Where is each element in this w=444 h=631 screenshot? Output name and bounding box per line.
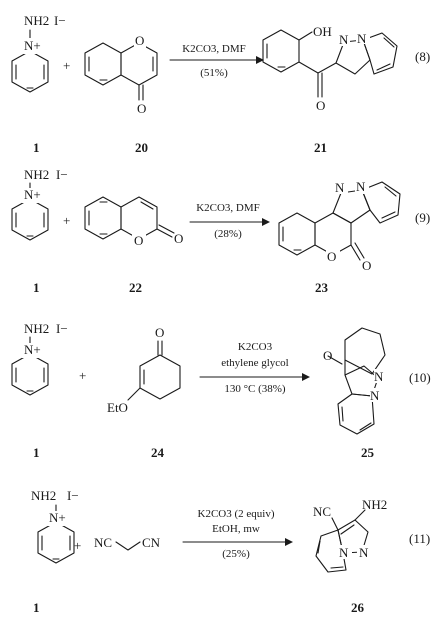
- reagent-line: K2CO3, DMF: [182, 43, 246, 55]
- reaction-10: N+ NH2 I− + O EtO K2CO3 ethylene glycol …: [11, 321, 431, 460]
- compound-number-21: 21: [314, 140, 327, 155]
- nh2-label: NH2: [31, 488, 56, 503]
- reaction-11: N+ NH2 I− + NC CN K2CO3 (2 equiv) EtOH, …: [31, 488, 430, 615]
- compound-number-1: 1: [33, 445, 40, 460]
- phenol-ring: [262, 29, 300, 73]
- pyridinium-ring: [11, 50, 49, 93]
- chromone-pyranone-ring: [120, 42, 158, 86]
- nplus-label: N+: [24, 342, 41, 357]
- compound-24-structure: O EtO: [107, 325, 181, 415]
- ketone-o: O: [316, 98, 325, 113]
- product-pyridine-ring: [337, 393, 375, 435]
- nplus-label: N+: [24, 38, 41, 53]
- product-carbonyl-o: O: [362, 258, 371, 273]
- pyrazole-n-a: N: [374, 369, 384, 384]
- product-pyridine-ring: [361, 181, 401, 224]
- compound-1-structure: N+ NH2 I−: [11, 167, 68, 241]
- compound-number-20: 20: [135, 140, 148, 155]
- nplus-label: N+: [24, 187, 41, 202]
- compound-23-structure: N N O O: [278, 179, 401, 273]
- compound-20-structure: O O: [84, 33, 158, 116]
- equation-number: (10): [409, 370, 431, 385]
- reagent-line-2: ethylene glycol: [221, 357, 289, 369]
- reagent-line: K2CO3, DMF: [196, 202, 260, 214]
- product-ketone-o: O: [323, 348, 332, 363]
- compound-25-structure: O N N: [323, 327, 388, 435]
- compound-number-1: 1: [33, 600, 40, 615]
- malononitrile-chain: [115, 541, 141, 551]
- pyrazole-n-a: N: [359, 545, 369, 560]
- compound-number-24: 24: [151, 445, 165, 460]
- cyclohexenone-ring: [139, 354, 181, 400]
- compound-1-structure: N+ NH2 I−: [31, 488, 79, 564]
- reagent-line-1: K2CO3 (2 equiv): [198, 508, 275, 520]
- coumarin-carbonyl-o: O: [174, 231, 183, 246]
- plus-sign: +: [74, 538, 81, 553]
- pyrazole-n-b: N: [357, 31, 367, 46]
- malononitrile-structure: NC CN: [94, 535, 161, 551]
- equation-number: (11): [409, 531, 430, 546]
- equation-number: (9): [415, 210, 430, 225]
- nplus-label: N+: [49, 510, 66, 525]
- compound-number-26: 26: [351, 600, 365, 615]
- yield-label: (25%): [222, 548, 250, 560]
- product-nitrile-label: NC: [313, 504, 331, 519]
- reaction-8: N+ NH2 I− + O O K2CO3, DMF (51%): [11, 13, 430, 155]
- compound-number-23: 23: [315, 280, 329, 295]
- compound-number-25: 25: [361, 445, 375, 460]
- plus-sign: +: [63, 58, 70, 73]
- enone-carbonyl-o: O: [155, 325, 164, 340]
- pyrazole-n-b: N: [370, 388, 380, 403]
- iodide-label: I−: [67, 488, 79, 503]
- reagent-line-3: 130 °C (38%): [224, 383, 286, 395]
- pyrazole-n-b: N: [356, 179, 366, 194]
- nh2-label: NH2: [24, 13, 49, 28]
- yield-label: (28%): [214, 228, 242, 240]
- compound-1-structure: N+ NH2 I−: [11, 13, 66, 93]
- product-benzo-ring: [278, 212, 316, 256]
- yield-label: (51%): [200, 67, 228, 79]
- reagent-line-1: K2CO3: [238, 341, 273, 353]
- plus-sign: +: [63, 213, 70, 228]
- nh2-label: NH2: [24, 167, 49, 182]
- compound-number-22: 22: [129, 280, 142, 295]
- coumarin-benzo-ring: [84, 196, 122, 240]
- pyrazole-n-a: N: [339, 32, 349, 47]
- plus-sign: +: [79, 368, 86, 383]
- product-cyclohexanone-ring: [344, 327, 386, 375]
- coumarin-ring-o: O: [134, 233, 143, 248]
- ethoxy-label: EtO: [107, 400, 128, 415]
- iodide-label: I−: [56, 321, 68, 336]
- reagent-line-2: EtOH, mw: [212, 523, 260, 535]
- chromone-carbonyl-o: O: [137, 101, 146, 116]
- chromone-ring-o: O: [135, 33, 144, 48]
- compound-26-structure: NC NH2 N N: [313, 497, 387, 573]
- compound-1-structure: N+ NH2 I−: [11, 321, 68, 396]
- iodide-label: I−: [54, 13, 66, 28]
- nitrile-left-label: NC: [94, 535, 112, 550]
- product-amine-label: NH2: [362, 497, 387, 512]
- equation-number: (8): [415, 49, 430, 64]
- product-ring-o: O: [327, 249, 336, 264]
- reaction-9: N+ NH2 I− + O O K2CO3, DMF (28%): [11, 167, 430, 295]
- compound-number-1: 1: [33, 280, 40, 295]
- pyridinium-ring: [11, 353, 49, 396]
- pyrazole-n-a: N: [335, 180, 345, 195]
- compound-number-1: 1: [33, 140, 40, 155]
- product-pyrazole-ring: [344, 365, 379, 397]
- compound-22-structure: O O: [84, 196, 183, 248]
- pyridinium-ring: [11, 198, 49, 241]
- chromone-benzo-ring: [84, 42, 122, 86]
- pyrazole-n-b: N: [339, 545, 349, 560]
- pyridinium-ring: [37, 521, 75, 564]
- nh2-label: NH2: [24, 321, 49, 336]
- iodide-label: I−: [56, 167, 68, 182]
- pyridine-ring: [362, 32, 398, 75]
- compound-21-structure: OH N N O: [262, 24, 398, 113]
- nitrile-right-label: CN: [142, 535, 161, 550]
- oh-label: OH: [313, 24, 332, 39]
